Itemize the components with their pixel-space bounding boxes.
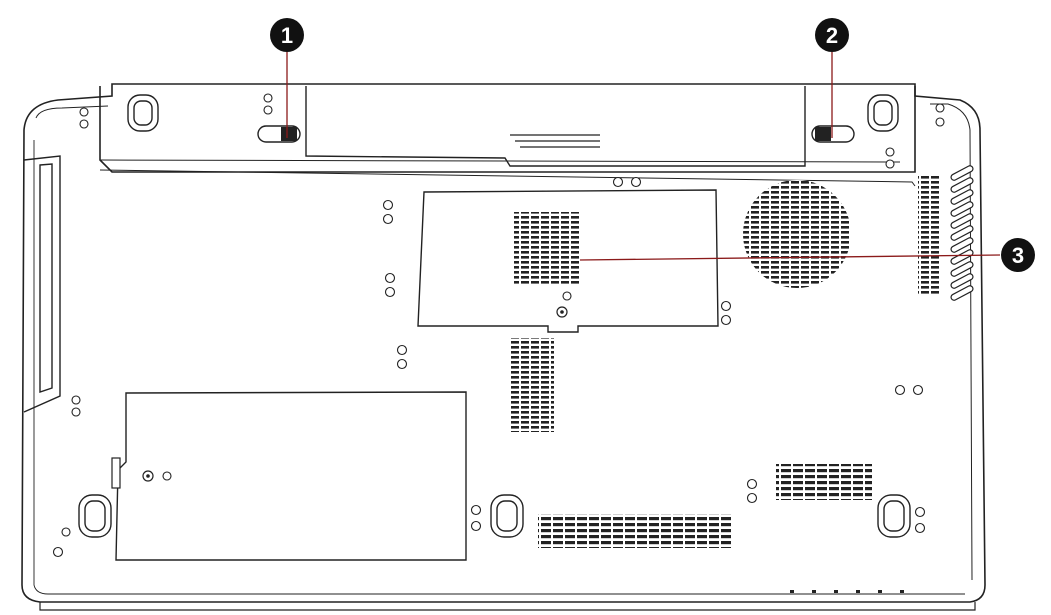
callout-3: 3: [1001, 238, 1035, 272]
callout-3-number: 3: [1012, 243, 1024, 268]
rubber-foot-top-right: [867, 94, 899, 132]
rubber-foot-top-left: [127, 94, 159, 132]
memory-cover-screw: [556, 306, 568, 318]
memory-cover-vent: [514, 212, 580, 284]
battery-release-grip: [510, 134, 600, 148]
battery-latch-right: [811, 125, 855, 143]
leader-line-3: [579, 254, 1001, 261]
optical-drive-edge: [23, 155, 61, 413]
bottom-edge-marks: [790, 590, 904, 593]
vent-center-vertical: [510, 338, 554, 432]
leader-lines: [286, 52, 1001, 261]
hdd-cover-panel: [111, 391, 467, 561]
battery-latch-left: [257, 125, 301, 143]
battery-pack: [99, 86, 916, 187]
vent-bottom-right: [776, 464, 872, 500]
vent-side-slots: [950, 165, 974, 301]
callout-2: 2: [815, 18, 849, 52]
rubber-foot-bottom-center: [490, 494, 524, 538]
memory-cover-panel: [417, 189, 719, 333]
vent-right-side: [918, 174, 940, 294]
callout-2-number: 2: [826, 23, 838, 48]
laptop-chassis: [21, 83, 986, 611]
callout-1-number: 1: [281, 23, 293, 48]
hdd-cover-screw: [142, 470, 154, 482]
vents: [510, 165, 974, 548]
vent-fan-circular: [743, 180, 851, 288]
rubber-foot-bottom-right: [877, 494, 911, 538]
screw-holes: [52, 93, 945, 558]
vent-bottom-horizontal: [538, 514, 732, 548]
callout-1: 1: [270, 18, 304, 52]
rubber-foot-bottom-left: [78, 494, 112, 538]
